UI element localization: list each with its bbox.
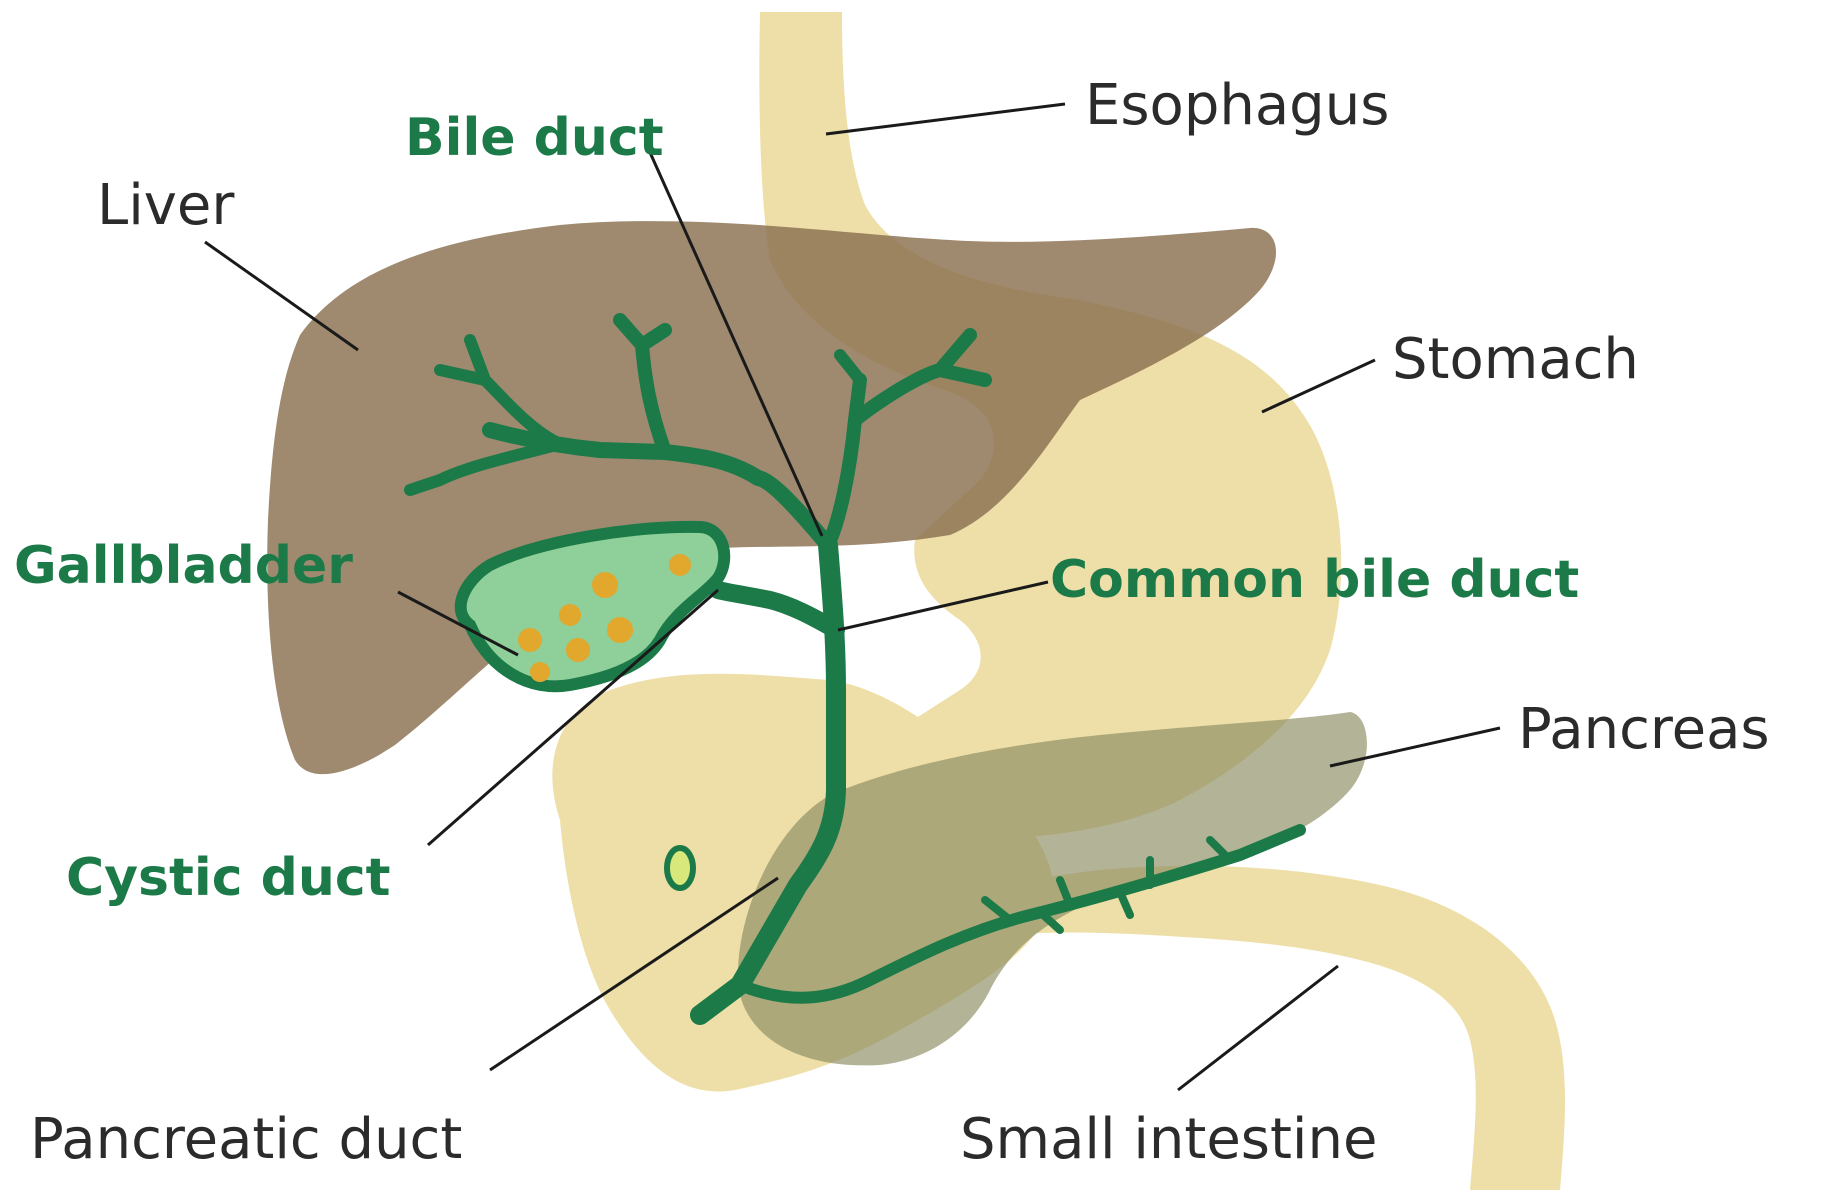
gallstone-icon xyxy=(592,572,618,598)
label-esophagus: Esophagus xyxy=(1085,78,1389,134)
gallstone-icon xyxy=(566,638,590,662)
gallstone-icon xyxy=(669,554,691,576)
ampulla-opening xyxy=(667,848,693,888)
label-small-intestine: Small intestine xyxy=(960,1112,1377,1168)
gallstone-icon xyxy=(530,662,550,682)
label-liver: Liver xyxy=(97,178,234,234)
label-cystic-duct: Cystic duct xyxy=(66,852,391,904)
gallstone-icon xyxy=(559,604,581,626)
label-bile-duct: Bile duct xyxy=(405,112,664,164)
label-pancreatic-duct: Pancreatic duct xyxy=(30,1112,462,1168)
label-common-bile-duct: Common bile duct xyxy=(1050,554,1579,606)
gallstone-icon xyxy=(607,617,633,643)
gallstone-icon xyxy=(518,628,542,652)
label-gallbladder: Gallbladder xyxy=(14,540,353,592)
label-pancreas: Pancreas xyxy=(1518,702,1770,758)
label-stomach: Stomach xyxy=(1392,332,1639,388)
